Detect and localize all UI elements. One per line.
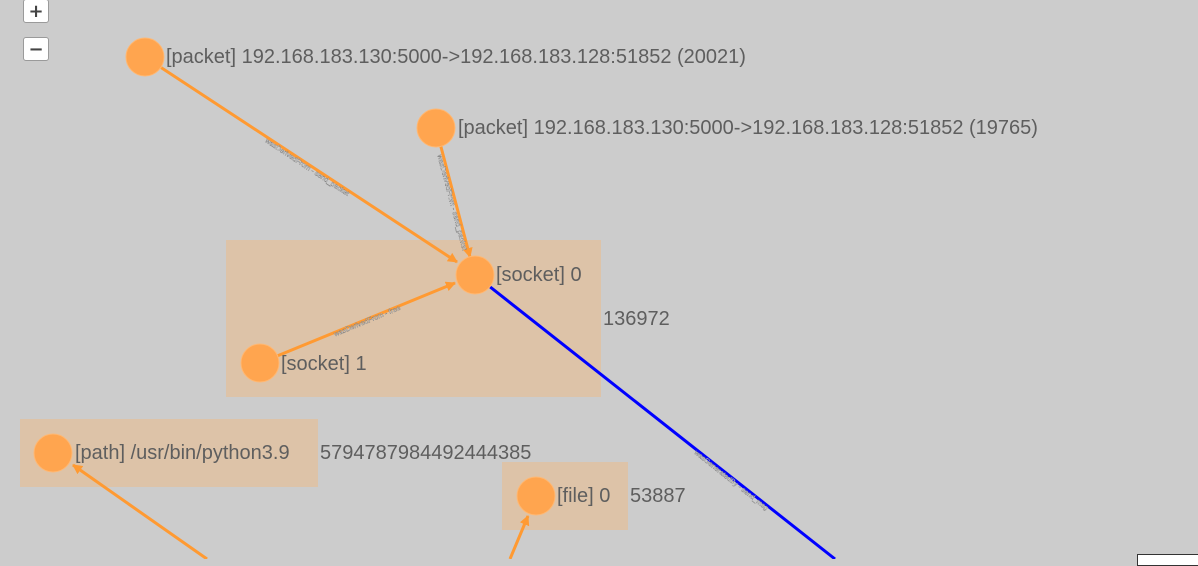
edge-packet2-to-socket0[interactable]: wasDerivedFrom - send_packet	[434, 127, 473, 258]
node-file-0[interactable]: [file] 0	[516, 476, 610, 516]
edge-label: wasGeneratedBy - send_msg	[692, 449, 770, 512]
edge-label: wasDerivedFrom - send_packet	[435, 153, 467, 251]
node-label: [packet] 192.168.183.130:5000->192.168.1…	[166, 46, 746, 68]
group-label: 5794787984492444385	[320, 442, 531, 464]
node-socket-0[interactable]: [socket] 0	[455, 255, 582, 295]
edge-label: wasDerivedFrom - send_packet	[263, 137, 350, 198]
group-label: 53887	[630, 485, 686, 507]
group-box-136972	[226, 240, 601, 397]
node-packet-19765[interactable]: [packet] 192.168.183.130:5000->192.168.1…	[416, 108, 1038, 148]
zoom-in-button[interactable]: +	[23, 0, 49, 23]
group-label: 136972	[603, 308, 670, 330]
node-socket-1[interactable]: [socket] 1	[240, 343, 367, 383]
edge-to-file0[interactable]	[508, 515, 530, 559]
node-packet-20021[interactable]: [packet] 192.168.183.130:5000->192.168.1…	[125, 37, 746, 77]
node-path-python[interactable]: [path] /usr/bin/python3.9	[33, 433, 290, 473]
edge-to-python-path[interactable]	[72, 463, 208, 559]
node-label: [socket] 1	[281, 353, 367, 375]
node-label: [path] /usr/bin/python3.9	[75, 442, 290, 464]
node-label: [socket] 0	[496, 264, 582, 286]
corner-widget	[1137, 554, 1198, 566]
zoom-out-button[interactable]: −	[23, 37, 49, 61]
node-label: [file] 0	[557, 485, 610, 507]
edge-packet1-to-socket0[interactable]: wasDerivedFrom - send_packet	[144, 55, 458, 264]
node-label: [packet] 192.168.183.130:5000->192.168.1…	[458, 117, 1038, 139]
